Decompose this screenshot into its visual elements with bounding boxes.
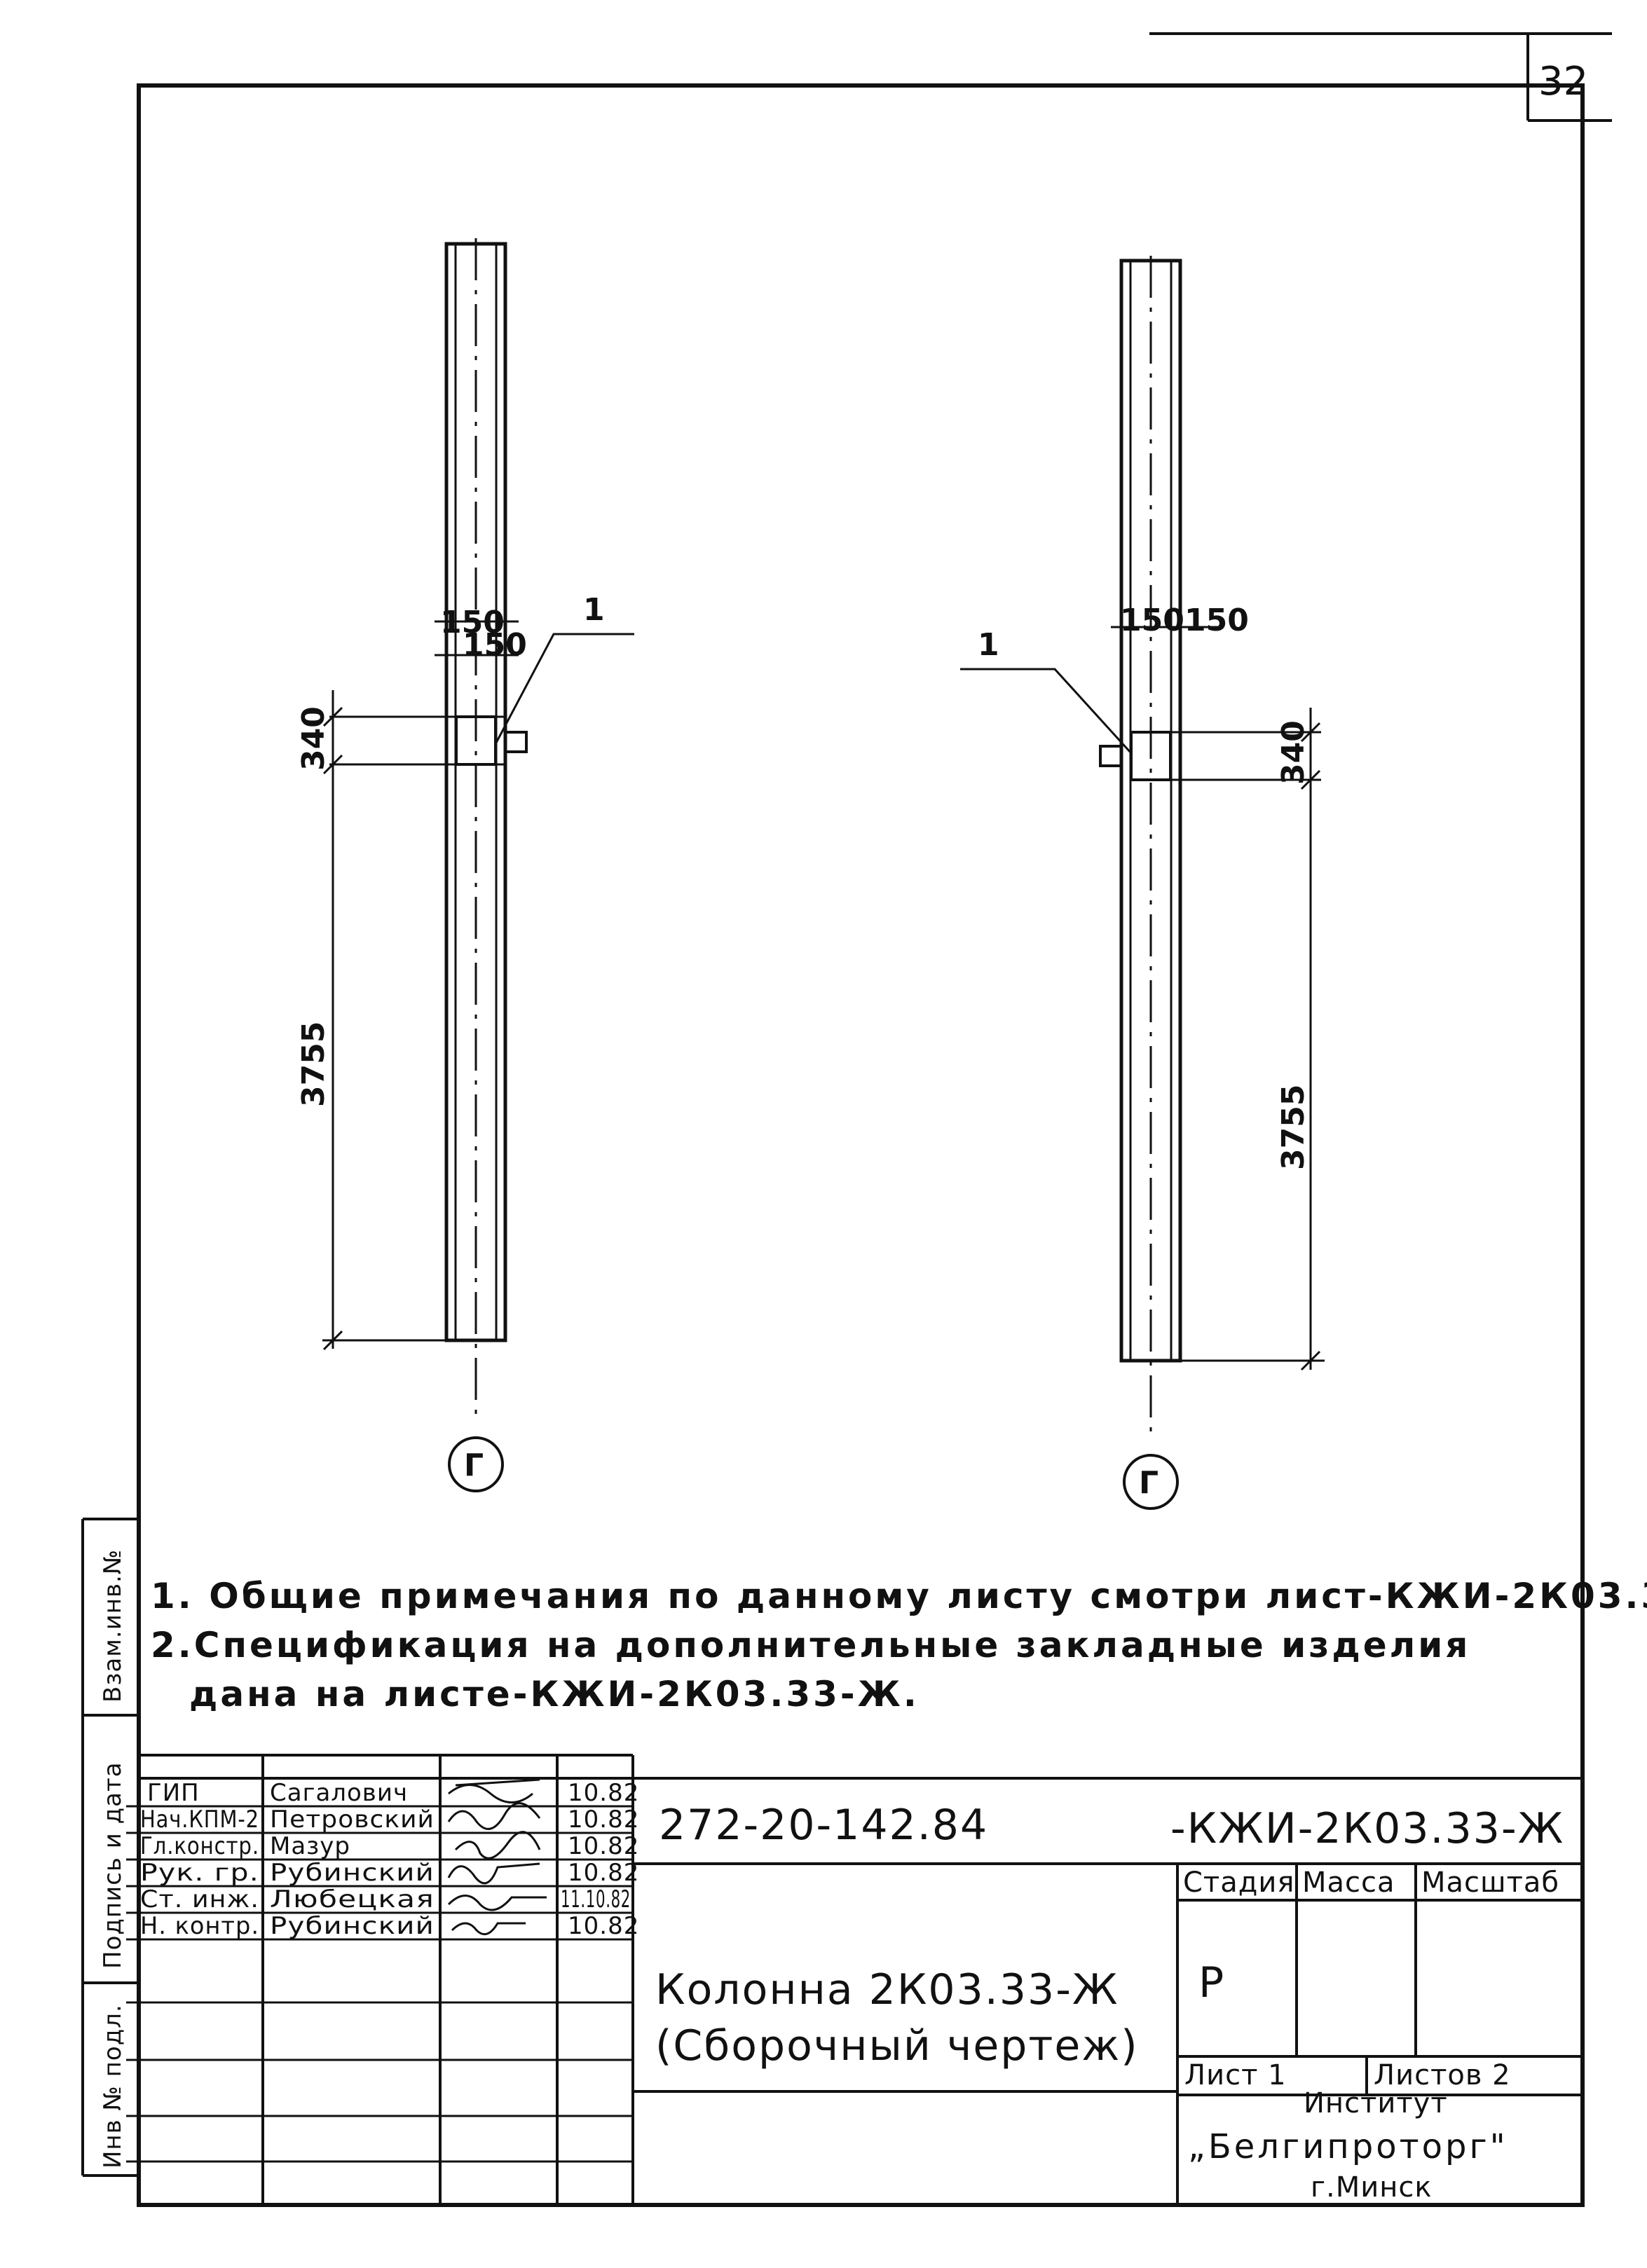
left-callout-number: 1 bbox=[583, 592, 605, 628]
sheets-total: Листов 2 bbox=[1374, 2059, 1511, 2091]
role-nach-kpm: Нач.КПМ-2 bbox=[140, 1806, 259, 1834]
role-gip: ГИП bbox=[147, 1779, 200, 1807]
left-dim-3755: 3755 bbox=[296, 1022, 332, 1107]
right-console bbox=[1099, 745, 1123, 767]
role-ruk-gr: Рук. гр. bbox=[140, 1859, 259, 1887]
name-st-inzh: Любецкая bbox=[270, 1885, 435, 1913]
date-gip: 10.82 bbox=[568, 1779, 639, 1807]
name-ruk-gr: Рубинский bbox=[270, 1859, 435, 1887]
right-dim-3755: 3755 bbox=[1276, 1085, 1311, 1170]
org-line-3: г.Минск bbox=[1311, 2171, 1433, 2204]
date-ruk-gr: 10.82 bbox=[568, 1859, 639, 1887]
object-title-line-1: Колонна 2К03.33-Ж bbox=[655, 1965, 1119, 2014]
org-line-1: Институт bbox=[1304, 2087, 1448, 2119]
date-st-inzh: 11.10.82 bbox=[561, 1885, 631, 1913]
left-axis-bubble bbox=[448, 1436, 504, 1492]
right-column-drawing bbox=[960, 256, 1325, 1510]
role-n-kontr: Н. контр. bbox=[140, 1912, 259, 1940]
document-number: 272-20-142.84 bbox=[659, 1801, 988, 1850]
object-title-line-2: (Сборочный чертеж) bbox=[655, 2021, 1139, 2070]
signatures bbox=[447, 1778, 547, 1936]
right-axis-bubble bbox=[1123, 1454, 1179, 1510]
note-2: 2.Спецификация на дополнительные закладн… bbox=[151, 1625, 1470, 1665]
scale-header: Масштаб bbox=[1421, 1867, 1559, 1899]
signature-date-label: Подпись и дата bbox=[99, 1761, 127, 1969]
left-dim-150-top: 150 bbox=[440, 605, 505, 640]
binding-columns bbox=[81, 1518, 139, 2177]
mass-header: Масса bbox=[1302, 1867, 1395, 1899]
document-code: -КЖИ-2К03.33-Ж bbox=[1170, 1804, 1564, 1853]
left-dim-340: 340 bbox=[296, 706, 332, 771]
left-axis-label: Г bbox=[464, 1448, 484, 1483]
date-gl-konstr: 10.82 bbox=[568, 1832, 639, 1860]
role-gl-konstr: Гл.констр. bbox=[140, 1832, 259, 1860]
inventory-number-label: Инв № подл. bbox=[99, 2004, 127, 2169]
stage-value: Р bbox=[1198, 1958, 1225, 2007]
org-line-2: „Белгипроторг" bbox=[1188, 2127, 1508, 2166]
right-dim-340: 340 bbox=[1276, 720, 1311, 785]
date-n-kontr: 10.82 bbox=[568, 1912, 639, 1940]
right-axis-label: Г bbox=[1139, 1465, 1159, 1501]
left-dim-150-side: 150 bbox=[463, 627, 527, 663]
stage-header: Стадия bbox=[1183, 1867, 1294, 1899]
right-dim-150-top: 150 bbox=[1120, 603, 1184, 638]
right-callout-number: 1 bbox=[978, 627, 999, 663]
left-console bbox=[504, 731, 528, 753]
date-nach-kpm: 10.82 bbox=[568, 1806, 639, 1834]
title-block-grid bbox=[126, 1754, 1583, 2205]
replacement-inventory-label: Взам.инв.№ bbox=[99, 1549, 127, 1703]
name-n-kontr: Рубинский bbox=[270, 1912, 435, 1940]
right-dim-150-side: 150 bbox=[1184, 603, 1249, 638]
sheet-frame bbox=[137, 32, 1612, 2207]
left-column-drawing bbox=[322, 238, 634, 1492]
page-number: 32 bbox=[1538, 59, 1588, 104]
sheet-number: Лист 1 bbox=[1184, 2059, 1287, 2091]
note-1: 1. Общие примечания по данному листу смо… bbox=[151, 1576, 1647, 1616]
name-gip: Сагалович bbox=[270, 1779, 408, 1807]
role-st-inzh: Ст. инж. bbox=[140, 1885, 259, 1913]
name-gl-konstr: Мазур bbox=[270, 1832, 350, 1860]
name-nach-kpm: Петровский bbox=[270, 1806, 435, 1834]
note-3: дана на листе-КЖИ-2К03.33-Ж. bbox=[189, 1674, 920, 1714]
right-embedded-plate bbox=[1130, 731, 1172, 781]
